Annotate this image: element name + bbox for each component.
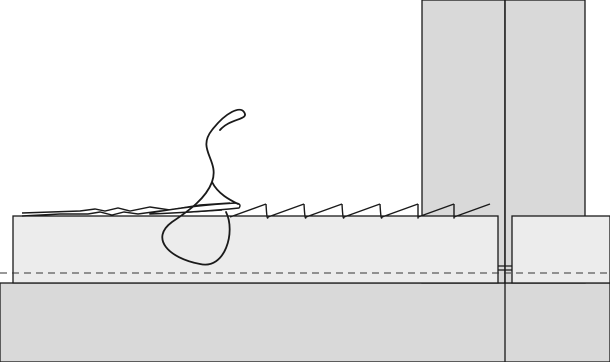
thread (161, 108, 247, 266)
hem-stitch-link-1 (265, 203, 269, 219)
band-join (498, 265, 512, 271)
thread-to-needle (211, 181, 239, 205)
hem-stitch-link-2 (303, 203, 307, 219)
hem-band-left (12, 215, 499, 284)
hem-stitches (229, 203, 491, 219)
hem-stitch-7 (453, 203, 491, 218)
hem-stitch-2 (267, 203, 305, 218)
lower-fabric-panel (0, 282, 610, 362)
hem-stitch-3 (305, 203, 343, 218)
hem-stitch-1 (229, 203, 267, 218)
hem-stitch-6 (417, 203, 455, 218)
hem-stitch-link-3 (341, 203, 345, 219)
hem-band-right (511, 215, 610, 284)
hem-stitch-link-4 (379, 203, 383, 219)
hem-stitch-5 (381, 203, 419, 218)
hem-stitch-4 (343, 203, 381, 218)
